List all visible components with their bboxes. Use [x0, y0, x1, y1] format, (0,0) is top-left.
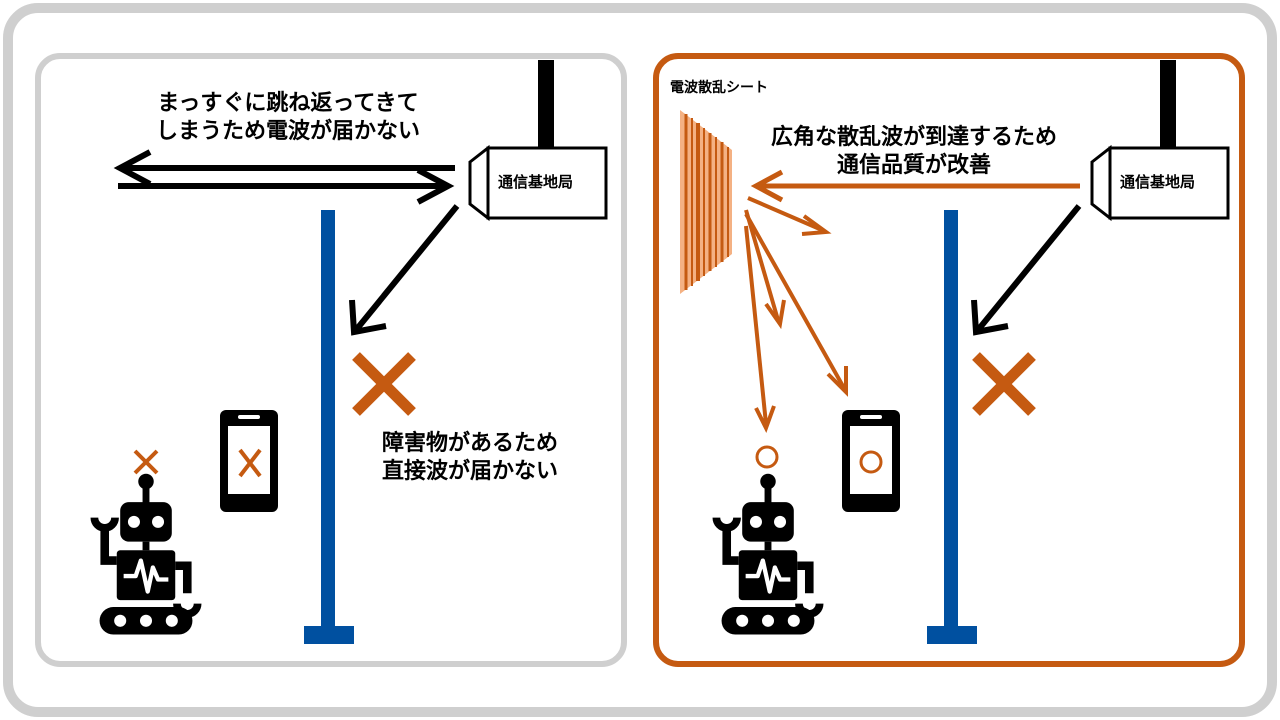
- obstacle-pole-right: [927, 210, 977, 644]
- cross-mark-icon-right: [972, 352, 1036, 416]
- obstacle-pole: [304, 210, 354, 644]
- cross-mark-icon: [352, 352, 416, 416]
- reflection-text-line2: しまうため電波が届かない: [155, 118, 420, 144]
- station-mount-right: [1160, 60, 1176, 148]
- right-panel: [653, 53, 1245, 667]
- scatter-text-line2: 通信品質が改善: [836, 152, 991, 178]
- obstacle-text: 障害物があるため 直接波が届かない: [382, 430, 558, 485]
- station-label-right: 通信基地局: [1120, 173, 1196, 191]
- circle-mark-icon: [755, 445, 779, 469]
- antenna-box-icon: [468, 144, 608, 222]
- reflection-text-line1: まっすぐに跳ね返ってきて: [157, 91, 419, 116]
- scatter-text-line1: 広角な散乱波が到達するため: [770, 125, 1057, 150]
- obstacle-text-line2: 直接波が届かない: [382, 458, 559, 484]
- obstacle-text-line1: 障害物があるため: [382, 431, 559, 456]
- antenna-box-icon-right: [1090, 144, 1230, 222]
- scatter-sheet-icon: [680, 110, 732, 294]
- sheet-label: 電波散乱シート: [670, 80, 768, 96]
- smartphone-icon-right: [842, 410, 900, 512]
- robot-cross-mark-icon: [133, 449, 159, 475]
- scatter-text: 広角な散乱波が到達するため 通信品質が改善: [752, 124, 1076, 179]
- smartphone-icon: [220, 410, 278, 512]
- station-mount: [538, 60, 554, 148]
- scattered-waves: [744, 196, 848, 434]
- station-label: 通信基地局: [498, 173, 574, 191]
- incident-wave-arrow: [750, 169, 1080, 203]
- reflection-arrow: [113, 149, 455, 205]
- reflection-text: まっすぐに跳ね返ってきて しまうため電波が届かない: [138, 90, 438, 145]
- direct-wave-arrow: [349, 204, 460, 336]
- direct-wave-arrow-right: [971, 204, 1082, 336]
- left-panel: [35, 53, 627, 667]
